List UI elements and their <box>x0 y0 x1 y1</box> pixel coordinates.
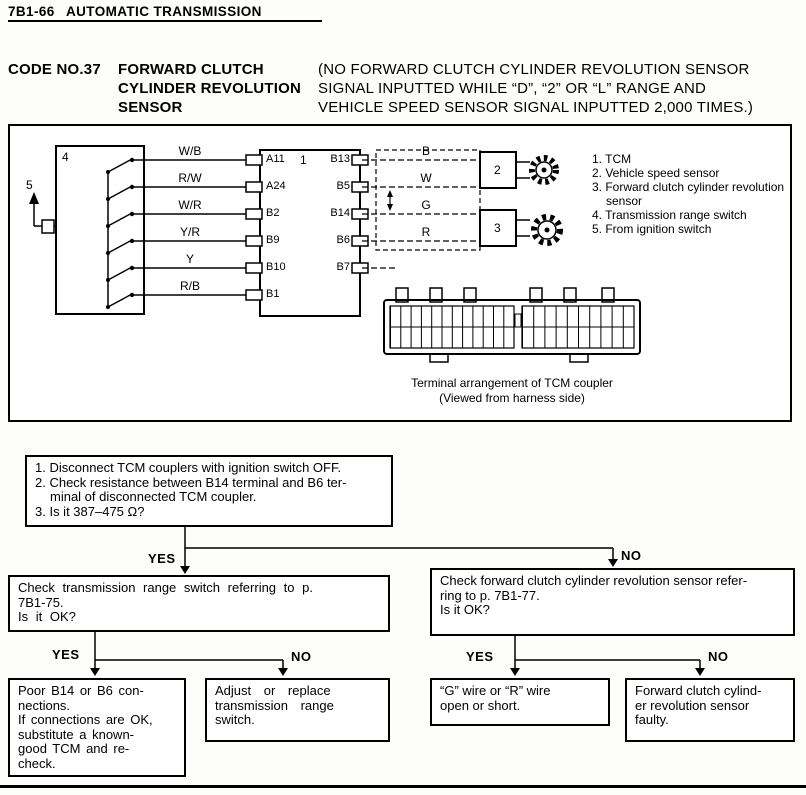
code-desc-line: (NO FORWARD CLUTCH CYLINDER REVOLUTION S… <box>318 61 750 78</box>
tcm-terminal-label: B13 <box>330 153 350 165</box>
wire-color-label: R/W <box>178 171 202 185</box>
legend-item: 2. Vehicle speed sensor <box>592 166 720 180</box>
page-number: 7B1-66 <box>8 4 55 19</box>
legend-item: 3. Forward clutch cylinder revolution se… <box>592 180 785 208</box>
result-line: er revolution sensor <box>635 697 750 713</box>
wire-color-label: Y <box>185 252 194 266</box>
tcm-terminal-label: B6 <box>336 234 350 246</box>
coupler-caption-line1: Terminal arrangement of TCM coupler <box>411 376 613 390</box>
result-line: switch. <box>215 712 255 727</box>
rev-sensor-number: 3 <box>494 221 501 235</box>
code-name-line: FORWARD CLUTCH <box>118 61 264 78</box>
result-line: substitute a known- <box>18 726 135 742</box>
ignition-feed-number: 5 <box>26 178 33 192</box>
step-line: Check forward clutch cylinder revolution… <box>440 573 748 588</box>
code-desc-line: SIGNAL INPUTTED WHILE “D”, “2” OR “L” RA… <box>318 80 707 97</box>
component-legend: 1. TCM 2. Vehicle speed sensor 3. Forwar… <box>592 152 797 236</box>
harness-wire-label: R <box>421 225 431 239</box>
step-line: 7B1-75. <box>18 594 64 610</box>
coupler-caption: Terminal arrangement of TCM coupler (Vie… <box>362 376 662 406</box>
coupler-caption-line2: (Viewed from harness side) <box>439 391 585 405</box>
result-line: Forward clutch cylind- <box>635 683 762 698</box>
legend-item: 4. Transmission range switch <box>592 208 747 222</box>
result-adjust-switch-box: Adjust or replace transmission range swi… <box>205 678 390 742</box>
flowchart-step1: 1. Disconnect TCM couplers with ignition… <box>25 455 393 527</box>
step-line: Check transmission range switch referrin… <box>18 580 313 595</box>
check-range-switch-box: Check transmission range switch referrin… <box>8 575 390 632</box>
harness-wire-label: G <box>421 198 431 212</box>
tcm-terminal-label: B5 <box>336 180 350 192</box>
result-line: open or short. <box>440 697 521 713</box>
result-line: transmission range <box>215 697 334 713</box>
result-line: Adjust or replace <box>215 683 331 698</box>
gear-icon <box>529 155 559 185</box>
tcm-terminal-label: B7 <box>336 261 350 273</box>
branch-label-no: NO <box>708 649 729 664</box>
step-line: minal of disconnected TCM coupler. <box>50 489 257 504</box>
wire-color-label: R/B <box>179 279 200 293</box>
tcm-terminal-label: A24 <box>266 180 286 192</box>
harness-wire-label: B <box>421 144 430 158</box>
tcm-terminal-label: B14 <box>330 207 350 219</box>
page-bottom-rule <box>0 785 806 788</box>
branch-label-yes: YES <box>148 551 176 566</box>
result-line: “G” wire or “R” wire <box>440 683 551 698</box>
tcm-terminal-label: A11 <box>266 153 285 165</box>
step-line: Is it OK? <box>18 609 76 624</box>
branch-label-yes: YES <box>466 649 494 664</box>
result-line: nections. <box>18 697 71 713</box>
result-sensor-faulty-box: Forward clutch cylind- er revolution sen… <box>625 678 795 742</box>
step-line: Is it OK? <box>440 602 490 617</box>
code-name: FORWARD CLUTCH CYLINDER REVOLUTION SENSO… <box>118 60 301 117</box>
code-name-line: SENSOR <box>118 99 183 116</box>
wire-color-label: W/R <box>178 198 202 212</box>
step-line: 3. Is it 387–475 Ω? <box>35 503 145 519</box>
wire-color-label: W/B <box>178 144 202 158</box>
gear-icon <box>531 214 563 246</box>
step-line: 2. Check resistance between B14 terminal… <box>35 474 347 490</box>
code-number: CODE NO.37 <box>8 61 101 78</box>
code-name-line: CYLINDER REVOLUTION <box>118 80 301 97</box>
check-sensor-box: Check forward clutch cylinder revolution… <box>430 568 795 636</box>
legend-item: 5. From ignition switch <box>592 222 712 236</box>
harness-wire-label: W <box>420 171 432 185</box>
result-line: good TCM and re- <box>18 741 130 756</box>
step-line: ring to p. 7B1-77. <box>440 587 540 603</box>
step-line: 1. Disconnect TCM couplers with ignition… <box>35 460 342 475</box>
tcm-terminal-label: B1 <box>266 288 280 300</box>
result-poor-connection-box: Poor B14 or B6 con- nections. If connect… <box>8 678 186 777</box>
code-description: (NO FORWARD CLUTCH CYLINDER REVOLUTION S… <box>318 60 753 117</box>
speed-sensor-number: 2 <box>494 163 501 177</box>
result-line: If connections are OK, <box>18 712 153 727</box>
tcm-terminal-label: B9 <box>266 234 280 246</box>
tcm-terminal-label: B10 <box>266 261 286 273</box>
branch-label-yes: YES <box>52 647 80 662</box>
range-switch-number: 4 <box>62 150 69 164</box>
result-line: check. <box>18 755 56 771</box>
wire-color-label: Y/R <box>179 225 200 239</box>
result-line: Poor B14 or B6 con- <box>18 683 144 698</box>
header-rule <box>8 20 322 22</box>
branch-label-no: NO <box>621 548 642 563</box>
code-desc-line: VEHICLE SPEED SENSOR SIGNAL INPUTTED 2,0… <box>318 99 754 116</box>
result-wire-fault-box: “G” wire or “R” wire open or short. <box>430 678 610 726</box>
wiring-diagram-panel: 4 5 1 2 3 W/B R/W W/R Y/R Y R/B A11 A24 … <box>8 124 792 422</box>
tcm-number: 1 <box>300 153 307 167</box>
legend-item: 1. TCM <box>592 152 632 166</box>
tcm-terminal-label: B2 <box>266 207 280 219</box>
section-title: AUTOMATIC TRANSMISSION <box>66 4 262 19</box>
result-line: faulty. <box>635 712 669 727</box>
branch-label-no: NO <box>291 649 312 664</box>
wiring-diagram-drawing <box>29 145 641 363</box>
